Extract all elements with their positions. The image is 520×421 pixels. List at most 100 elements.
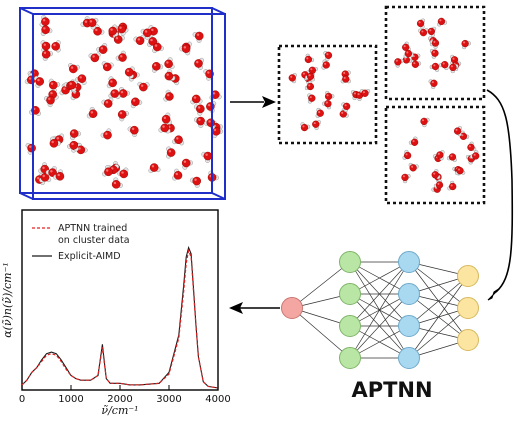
box-front-face [32, 13, 226, 200]
water-molecule [137, 81, 150, 92]
water-molecule [304, 80, 315, 91]
network-edge [291, 261, 351, 309]
water-molecule [101, 61, 114, 72]
water-molecule [341, 102, 351, 113]
legend-label-aptnn-2: on cluster data [58, 235, 130, 246]
water-molecule [45, 166, 57, 177]
water-molecule [209, 90, 222, 101]
arrow-to-clusters [230, 96, 276, 108]
cluster-box-3 [384, 105, 486, 205]
water-molecule [190, 94, 203, 105]
water-molecule [76, 143, 88, 155]
water-molecule [75, 74, 87, 86]
water-molecule [117, 110, 129, 122]
x-tick-label: 0 [19, 394, 25, 405]
network-label: APTNN [351, 378, 432, 402]
water-molecule [455, 167, 466, 176]
network-edge [291, 307, 351, 359]
water-molecule [307, 93, 316, 104]
water-molecule [28, 106, 42, 117]
water-molecule [102, 164, 113, 177]
water-molecule [43, 95, 55, 108]
water-molecule [211, 127, 224, 138]
network-connections [291, 261, 469, 359]
water-molecule [192, 31, 204, 43]
water-molecule [394, 58, 404, 68]
water-molecule [433, 179, 444, 189]
water-molecule [114, 24, 127, 36]
hidden-node [339, 347, 361, 369]
output-node [457, 265, 479, 287]
water-molecule [69, 129, 82, 141]
plot-legend: APTNN trained on cluster data Explicit-A… [32, 223, 130, 262]
water-molecule [48, 78, 61, 90]
water-molecule [453, 125, 463, 137]
water-molecule [158, 123, 171, 134]
water-molecule [300, 122, 311, 132]
water-molecule [39, 15, 50, 28]
hidden-node [339, 315, 361, 337]
water-molecule [401, 173, 411, 184]
legend-label-aptnn-1: APTNN trained [58, 223, 127, 234]
water-molecule [51, 40, 61, 53]
network-edge [349, 261, 410, 327]
water-molecule [447, 180, 457, 191]
water-molecule [67, 79, 78, 92]
water-molecule [133, 34, 146, 45]
water-molecule [106, 76, 117, 89]
x-axis-label: ν̃/cm⁻¹ [101, 404, 138, 417]
water-molecule [427, 26, 437, 37]
water-molecule [172, 135, 185, 146]
water-molecules-box [24, 15, 224, 189]
water-molecule [402, 149, 412, 160]
network-edge [349, 325, 410, 359]
water-molecule [25, 142, 36, 155]
network-edge [349, 261, 410, 295]
water-molecule [324, 90, 335, 101]
water-molecule [181, 158, 194, 170]
hidden-node [398, 251, 420, 273]
water-molecule [124, 66, 135, 79]
water-molecule [408, 136, 419, 146]
water-molecule [436, 150, 445, 161]
arrow-to-network [486, 89, 514, 301]
water-molecule [165, 146, 176, 159]
x-tick-label: 2000 [107, 394, 132, 405]
water-molecule [467, 141, 477, 152]
water-molecule [420, 117, 430, 128]
water-molecule [201, 151, 213, 163]
water-molecule [449, 63, 459, 74]
water-molecule [322, 100, 332, 110]
water-molecule [437, 17, 448, 27]
water-molecule [461, 39, 471, 50]
water-molecule [108, 89, 121, 99]
water-molecule [402, 41, 411, 52]
water-molecule [179, 44, 191, 56]
water-molecule [312, 120, 322, 130]
box-edge [19, 192, 34, 200]
water-molecule [49, 136, 61, 148]
water-molecule [39, 173, 52, 183]
water-molecule [288, 73, 297, 84]
network-edge [349, 293, 410, 359]
series-line-aimd [21, 245, 219, 389]
water-molecule [67, 63, 80, 74]
water-molecule [321, 59, 330, 70]
water-molecule [418, 28, 429, 37]
arrow-to-spectrum [229, 302, 280, 314]
network-edge [408, 275, 469, 327]
series-line-aptnn [21, 248, 219, 389]
output-node [457, 297, 479, 319]
water-molecule [203, 118, 216, 130]
water-molecule [207, 170, 219, 182]
hidden-node [398, 347, 420, 369]
water-molecule [33, 75, 45, 89]
network-edge [408, 307, 469, 359]
simulation-box [19, 7, 226, 200]
y-axis-label: α(ν̃)n(ν̃)/cm⁻¹ [1, 262, 14, 338]
water-molecule [408, 162, 419, 172]
water-molecule [193, 116, 205, 128]
